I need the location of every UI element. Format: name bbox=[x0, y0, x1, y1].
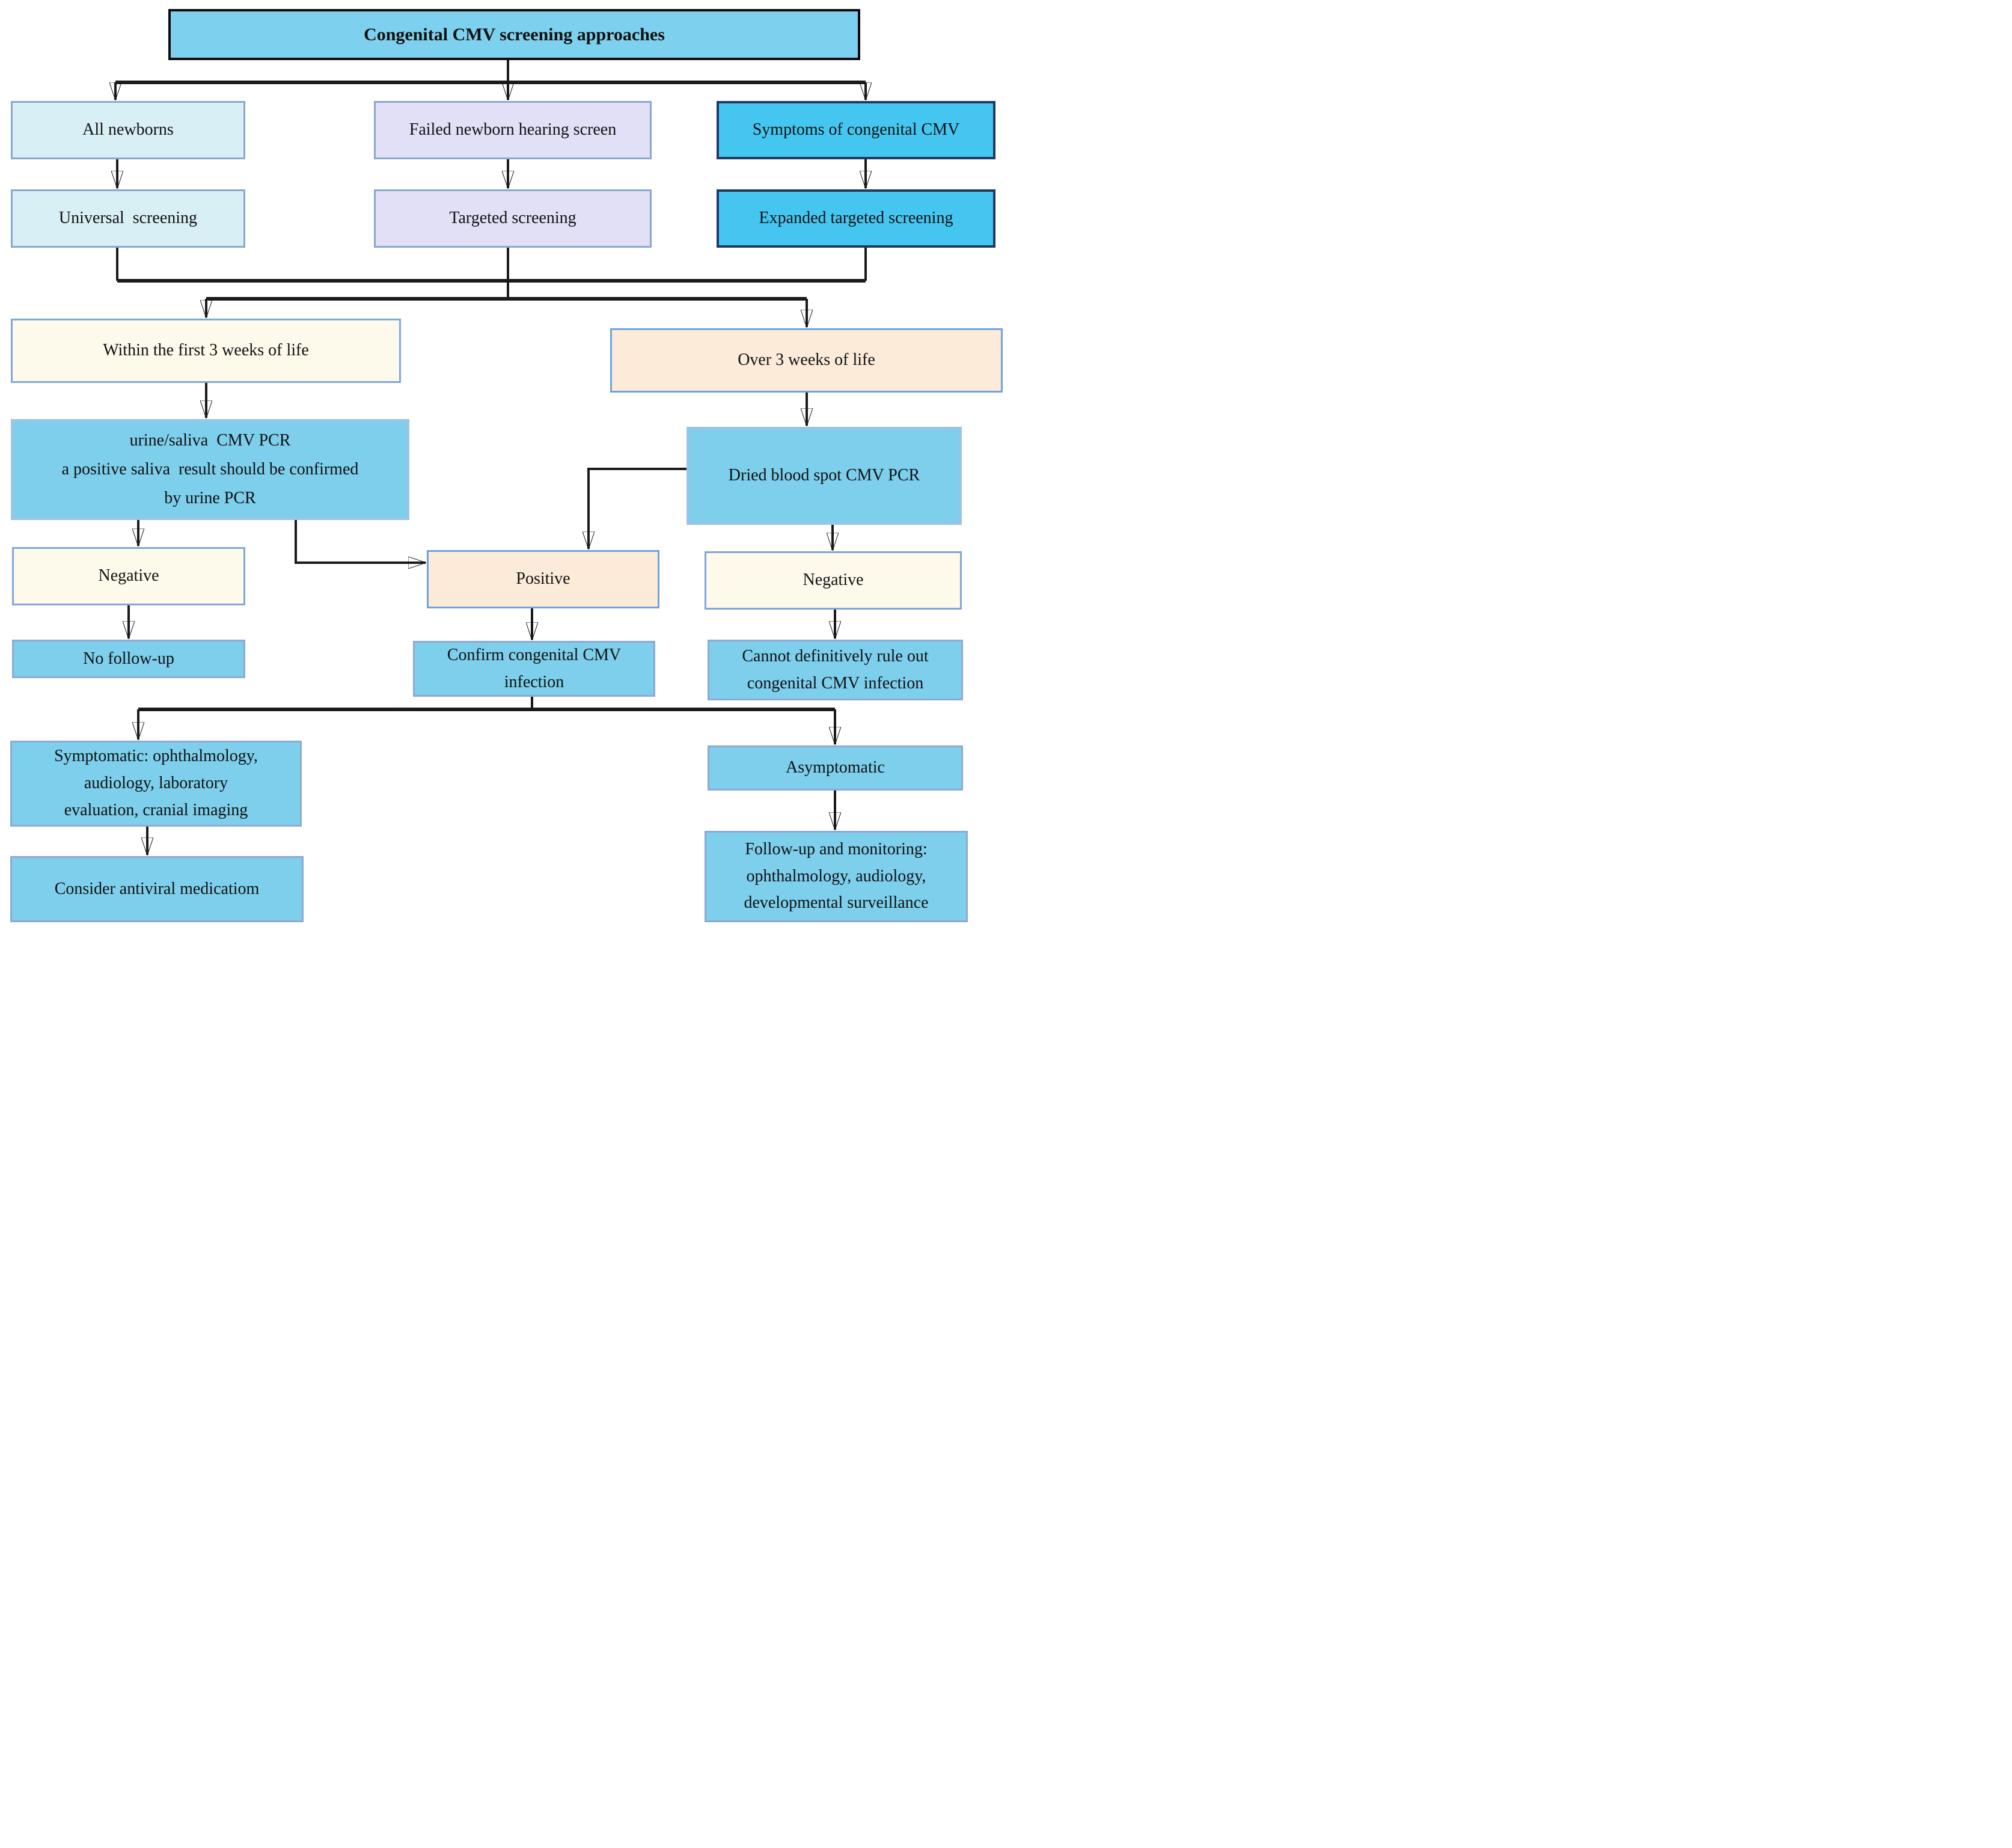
node-label: Universal screening bbox=[58, 209, 198, 228]
connector-merge-busses bbox=[116, 248, 867, 327]
node-no-follow-up: No follow-up bbox=[12, 640, 245, 678]
node-follow-up-monitoring: Follow-up and monitoring: ophthalmology,… bbox=[705, 831, 968, 922]
node-label: Symptomatic: ophthalmology, audiology, l… bbox=[54, 747, 258, 819]
node-targeted-screening: Targeted screening bbox=[374, 189, 652, 248]
node-dried-blood-spot-cmv-pcr: Dried blood spot CMV PCR bbox=[686, 427, 962, 525]
connector-urine-outputs bbox=[138, 520, 426, 563]
node-negative-right: Negative bbox=[705, 551, 962, 610]
node-positive: Positive bbox=[427, 550, 659, 608]
node-symptomatic: Symptomatic: ophthalmology, audiology, l… bbox=[10, 741, 302, 827]
node-urine-saliva-cmv-pcr: urine/saliva CMV PCR a positive saliva r… bbox=[11, 419, 409, 520]
node-title-label: Congenital CMV screening approaches bbox=[364, 24, 665, 44]
connector-arrows bbox=[0, 60, 1006, 924]
node-over-3-weeks: Over 3 weeks of life bbox=[610, 328, 1003, 393]
node-label: All newborns bbox=[82, 120, 174, 139]
node-label: Negative bbox=[803, 571, 864, 590]
node-label: Dried blood spot CMV PCR bbox=[728, 466, 920, 485]
node-label: No follow-up bbox=[83, 649, 174, 668]
node-label: Within the first 3 weeks of life bbox=[103, 341, 309, 360]
node-label: Expanded targeted screening bbox=[759, 209, 953, 228]
connector-row2-row3 bbox=[117, 159, 866, 188]
connector-confirm-split bbox=[138, 697, 835, 744]
node-label: Follow-up and monitoring: ophthalmology,… bbox=[744, 839, 929, 913]
node-label: Symptoms of congenital CMV bbox=[752, 120, 960, 139]
node-expanded-targeted-screening: Expanded targeted screening bbox=[717, 189, 995, 248]
node-label: Consider antiviral medicatiom bbox=[54, 879, 260, 898]
connector-dbs-outputs bbox=[589, 468, 833, 550]
node-label: Over 3 weeks of life bbox=[738, 350, 875, 370]
node-failed-hearing-screen: Failed newborn hearing screen bbox=[374, 101, 652, 159]
node-label: Asymptomatic bbox=[786, 758, 885, 777]
node-label: urine/saliva CMV PCR a positive saliva r… bbox=[61, 430, 359, 508]
node-label: Positive bbox=[516, 569, 570, 589]
node-label: Negative bbox=[98, 566, 159, 586]
node-confirm-congenital-cmv-infection: Confirm congenital CMV infection bbox=[413, 641, 655, 697]
node-label: Failed newborn hearing screen bbox=[409, 120, 617, 139]
flowchart-canvas: Congenital CMV screening approaches All … bbox=[0, 0, 1006, 924]
node-title: Congenital CMV screening approaches bbox=[168, 9, 860, 60]
node-label: Confirm congenital CMV infection bbox=[447, 645, 622, 691]
node-universal-screening: Universal screening bbox=[11, 189, 245, 248]
node-label: Cannot definitively rule out congenital … bbox=[742, 646, 929, 693]
node-negative-left: Negative bbox=[12, 547, 245, 605]
node-within-3-weeks: Within the first 3 weeks of life bbox=[11, 319, 401, 383]
node-symptoms-congenital-cmv: Symptoms of congenital CMV bbox=[717, 101, 995, 159]
connector-bottom bbox=[147, 791, 835, 855]
node-asymptomatic: Asymptomatic bbox=[708, 745, 963, 791]
connector-title-bus bbox=[115, 60, 866, 100]
node-consider-antiviral: Consider antiviral medicatiom bbox=[10, 856, 304, 922]
node-label: Targeted screening bbox=[449, 209, 576, 228]
node-cannot-rule-out: Cannot definitively rule out congenital … bbox=[708, 640, 963, 700]
node-all-newborns: All newborns bbox=[11, 101, 245, 159]
connector-results bbox=[129, 605, 835, 640]
connector-age-to-pcr bbox=[206, 383, 807, 426]
